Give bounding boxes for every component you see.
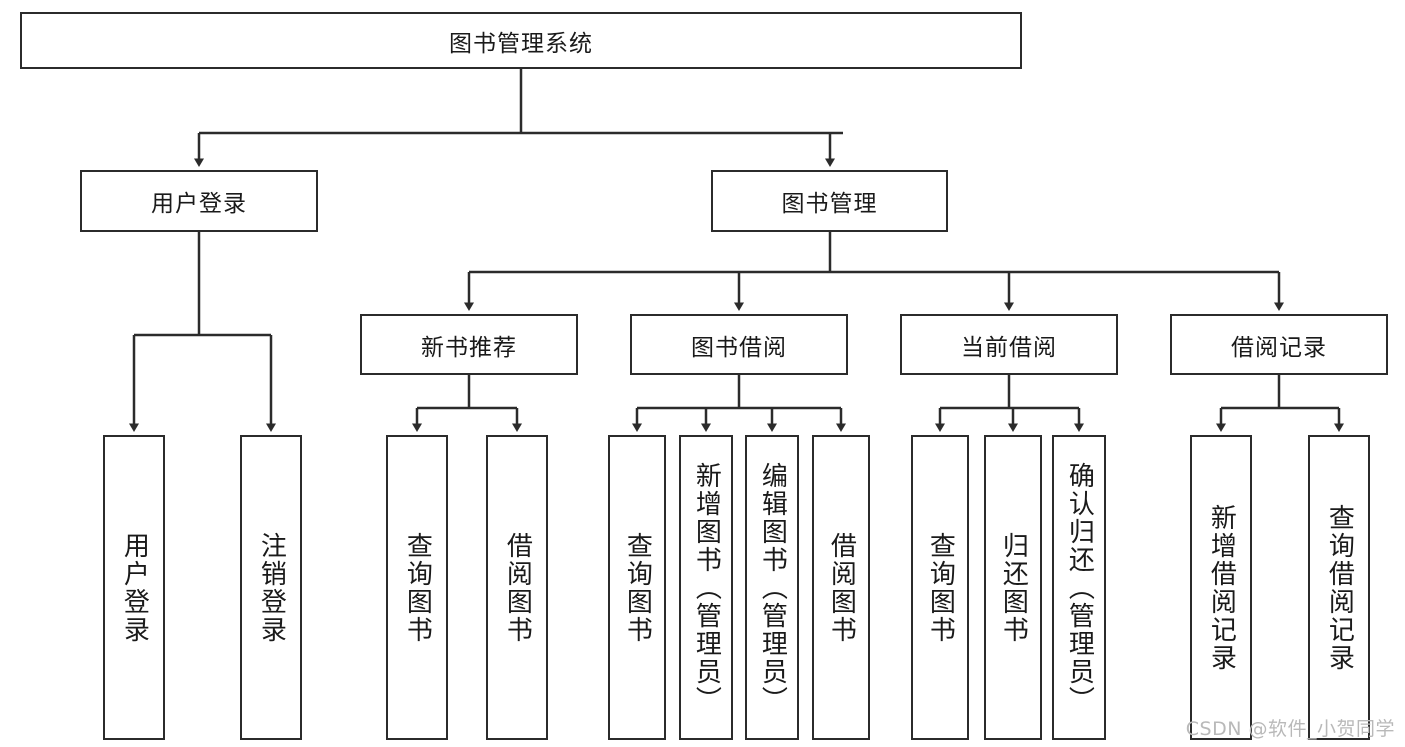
node-leaf-user-login[interactable]: 用户登录 (103, 435, 165, 740)
node-leaf-logout[interactable]: 注销登录 (240, 435, 302, 740)
node-label: 图书借阅 (691, 334, 787, 361)
node-new-book-recommend[interactable]: 新书推荐 (360, 314, 578, 375)
node-leaf-add-book-admin[interactable]: 新增图书（管理员） (679, 435, 733, 740)
node-book-management[interactable]: 图书管理 (711, 170, 948, 232)
node-label: 用户登录 (119, 531, 150, 644)
node-leaf-return-book[interactable]: 归还图书 (984, 435, 1042, 740)
node-label: 查询图书 (402, 531, 433, 644)
node-label: 图书管理 (781, 191, 878, 217)
csdn-watermark: CSDN @软件_小贺同学 (1185, 718, 1395, 740)
node-label: 借阅记录 (1231, 334, 1327, 361)
node-leaf-edit-book-admin[interactable]: 编辑图书（管理员） (745, 435, 799, 740)
node-label: 新增借阅记录 (1206, 503, 1237, 672)
node-label: 编辑图书（管理员） (757, 461, 788, 714)
node-label: 查询图书 (622, 531, 653, 644)
node-label: 新书推荐 (421, 334, 517, 361)
node-leaf-query-book-2[interactable]: 查询图书 (608, 435, 666, 740)
node-root-title[interactable]: 图书管理系统 (20, 12, 1022, 69)
node-leaf-borrow-book-2[interactable]: 借阅图书 (812, 435, 870, 740)
node-label: 归还图书 (998, 531, 1029, 644)
node-label: 查询借阅记录 (1324, 503, 1355, 672)
node-leaf-query-borrow-record[interactable]: 查询借阅记录 (1308, 435, 1370, 740)
node-leaf-borrow-book-1[interactable]: 借阅图书 (486, 435, 548, 740)
node-label: 确认归还（管理员） (1064, 461, 1095, 714)
node-book-borrow[interactable]: 图书借阅 (630, 314, 848, 375)
node-label: 当前借阅 (961, 334, 1057, 361)
node-leaf-add-borrow-record[interactable]: 新增借阅记录 (1190, 435, 1252, 740)
node-label: 注销登录 (256, 531, 287, 644)
node-label: 新增图书（管理员） (691, 461, 722, 714)
node-label: 借阅图书 (826, 531, 857, 644)
node-user-login[interactable]: 用户登录 (80, 170, 318, 232)
node-label: 查询图书 (925, 531, 956, 644)
node-leaf-query-book-1[interactable]: 查询图书 (386, 435, 448, 740)
node-current-borrow[interactable]: 当前借阅 (900, 314, 1118, 375)
node-borrow-record[interactable]: 借阅记录 (1170, 314, 1388, 375)
node-leaf-confirm-return-admin[interactable]: 确认归还（管理员） (1052, 435, 1106, 740)
node-label: 用户登录 (151, 191, 247, 217)
node-leaf-query-book-3[interactable]: 查询图书 (911, 435, 969, 740)
node-label: 借阅图书 (502, 531, 533, 644)
node-label: 图书管理系统 (449, 30, 593, 57)
